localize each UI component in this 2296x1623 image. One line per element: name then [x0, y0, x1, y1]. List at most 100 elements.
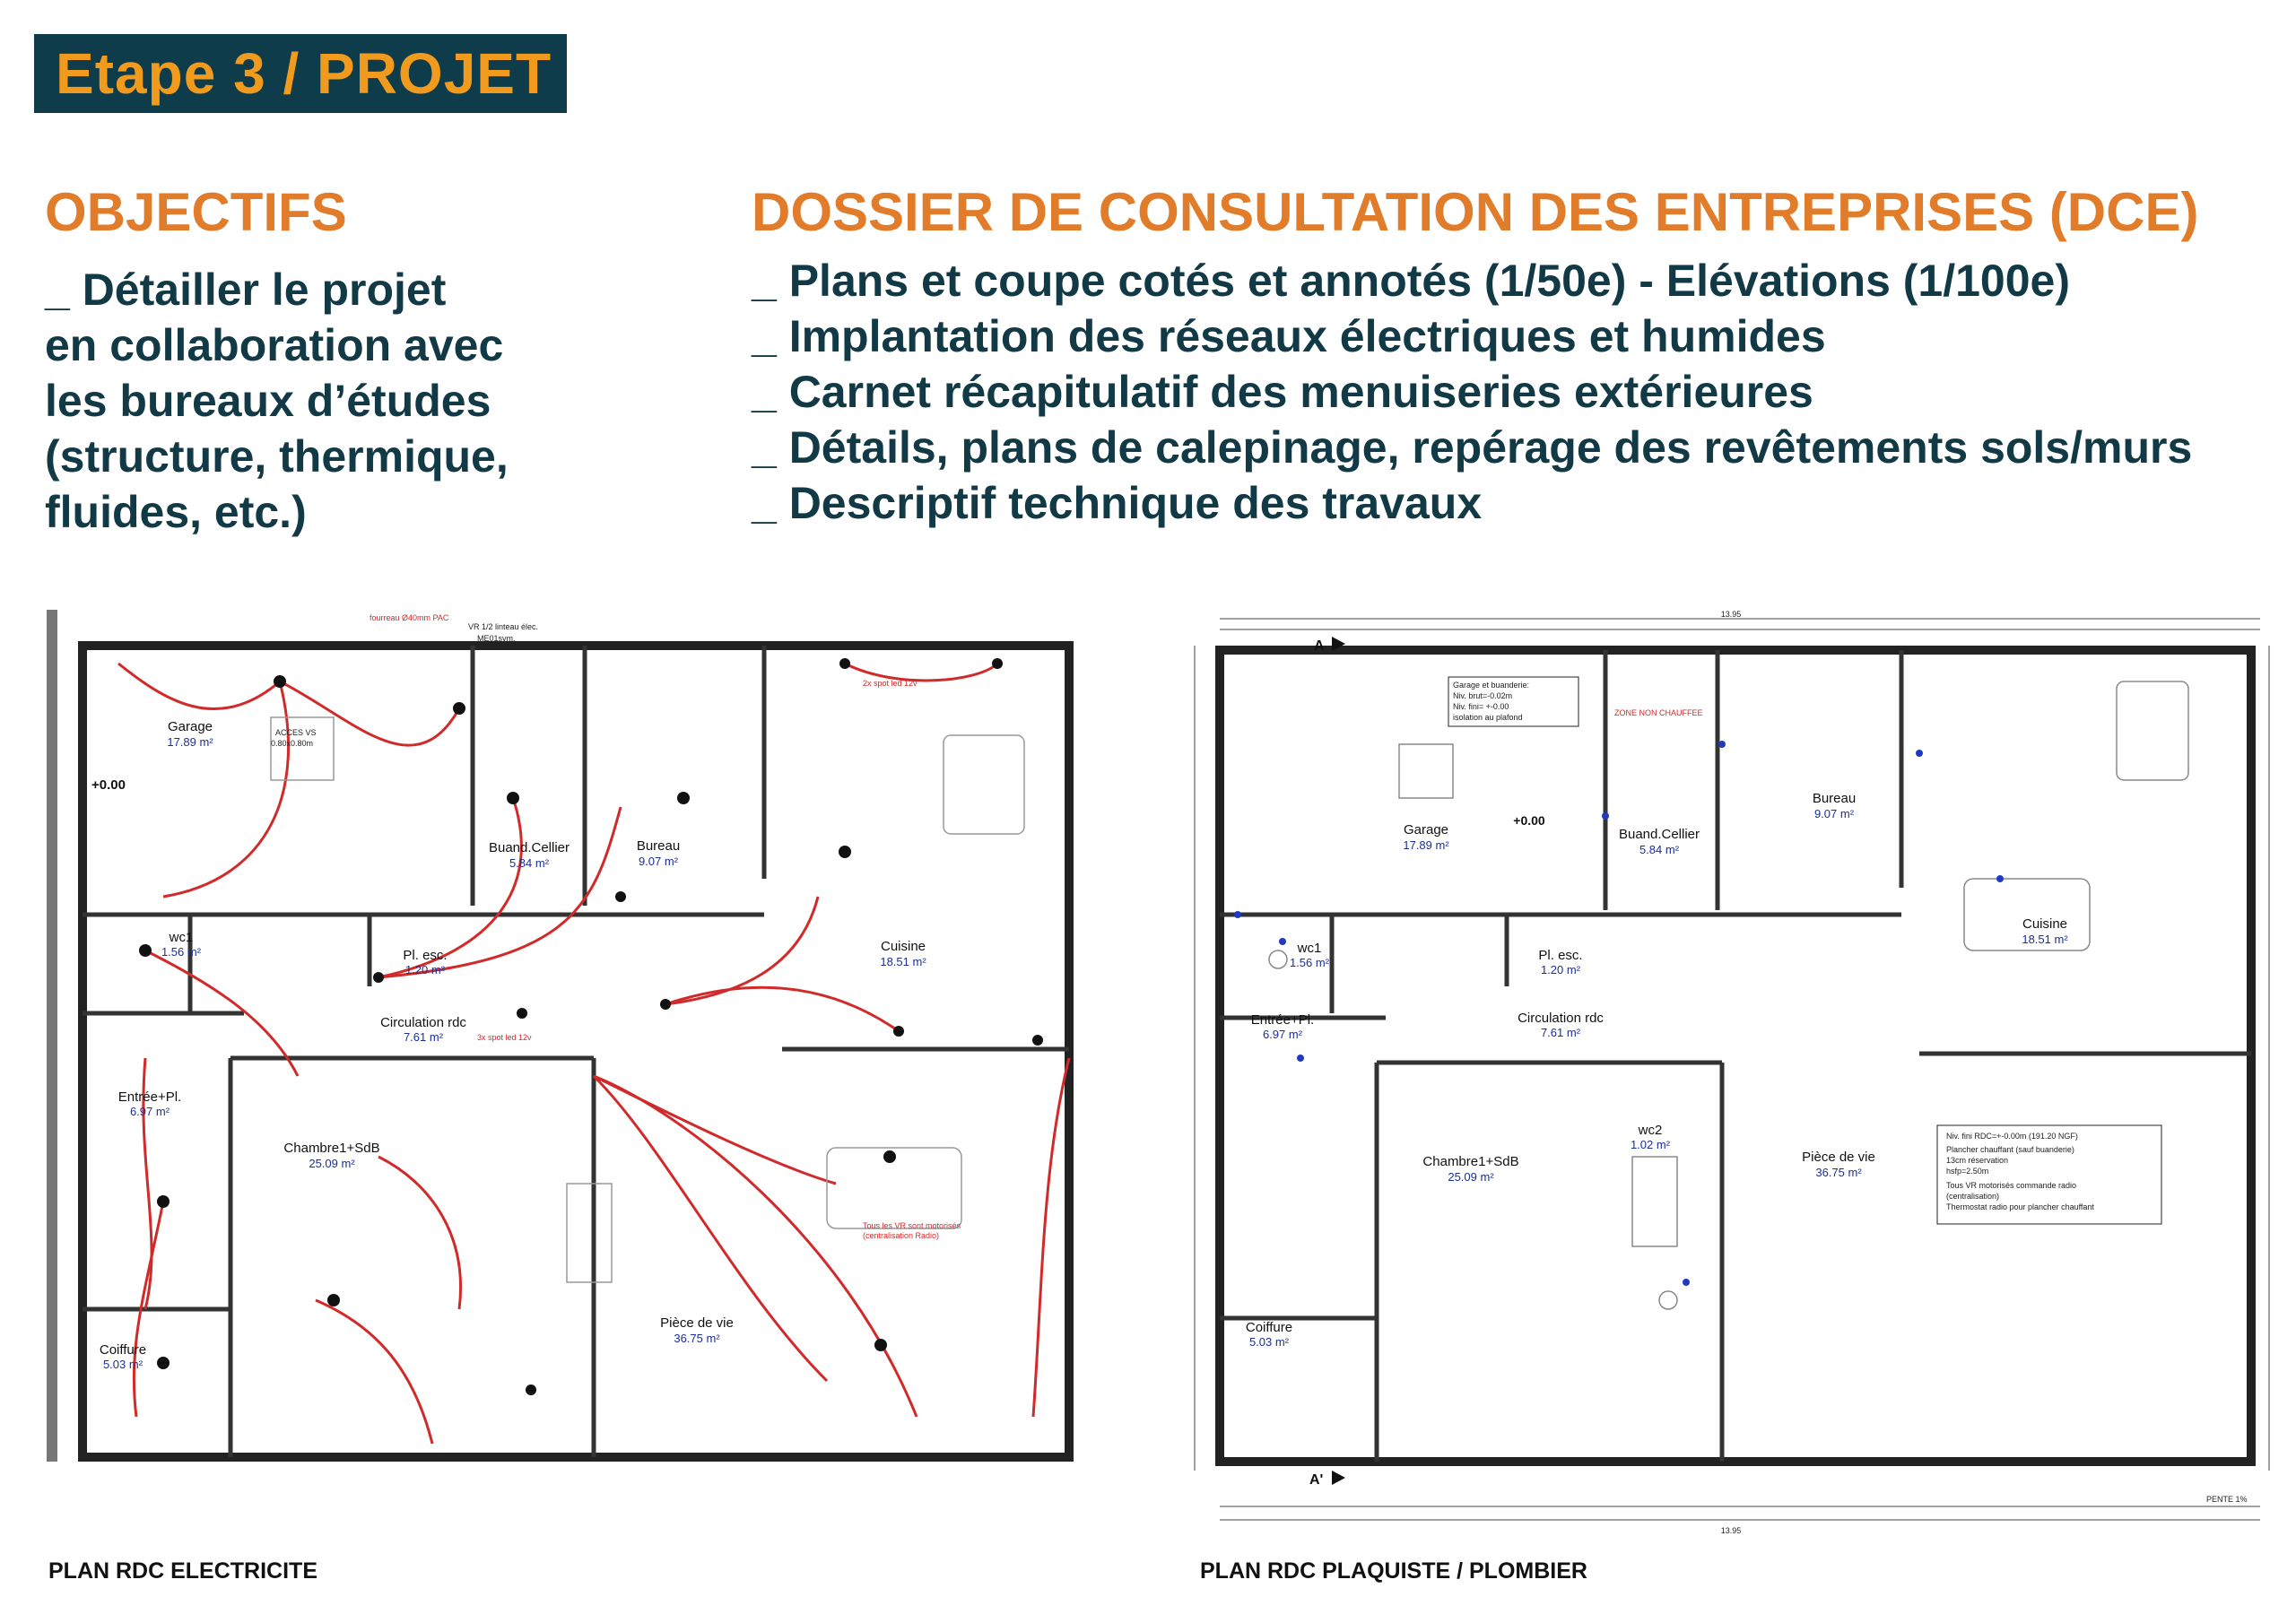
- me01-label: ME01sym.: [477, 634, 516, 643]
- room-coiffure-area: 5.03 m²: [1249, 1335, 1290, 1349]
- vr-note-2: (centralisation Radio): [863, 1231, 939, 1240]
- dce-line: _ Plans et coupe cotés et annotés (1/50e…: [752, 256, 2070, 306]
- room-palier-escalier: Pl. esc.: [1538, 948, 1582, 963]
- room-piece-de-vie: Pièce de vie: [1802, 1150, 1875, 1165]
- niveau-note-5: Tous VR motorisés commande radio: [1946, 1181, 2076, 1190]
- room-wc1: wc1: [169, 930, 194, 945]
- room-entree: Entrée+Pl.: [118, 1089, 181, 1105]
- room-coiffure: Coiffure: [1246, 1320, 1292, 1335]
- plumbing-points: [1234, 741, 2004, 1286]
- room-bureau: Bureau: [637, 838, 680, 854]
- room-garage-area: 17.89 m²: [1403, 838, 1449, 852]
- room-wc1-area: 1.56 m²: [1290, 956, 1330, 969]
- caption-plan-plaquiste: PLAN RDC PLAQUISTE / PLOMBIER: [1200, 1558, 1587, 1584]
- room-bureau: Bureau: [1813, 791, 1856, 806]
- fourreau-label: fourreau Ø40mm PAC: [370, 613, 449, 622]
- room-cuisine-area: 18.51 m²: [2022, 933, 2068, 946]
- objectifs-heading: OBJECTIFS: [45, 182, 347, 242]
- room-wc1: wc1: [1297, 941, 1322, 956]
- zone-non-chauffee: ZONE NON CHAUFFEE: [1614, 708, 1703, 717]
- step-banner: Etape 3 / PROJET: [34, 34, 567, 113]
- room-wc2-area: 1.02 m²: [1631, 1138, 1671, 1151]
- room-cuisine-area: 18.51 m²: [880, 955, 926, 968]
- room-buanderie-area: 5.84 m²: [1639, 843, 1680, 856]
- room-buanderie: Buand.Cellier: [489, 840, 570, 855]
- room-coiffure: Coiffure: [100, 1342, 146, 1358]
- dimension-lines: [1194, 618, 2270, 1521]
- room-circulation: Circulation rdc: [380, 1015, 466, 1030]
- room-coiffure-area: 5.03 m²: [103, 1358, 144, 1371]
- section-marker-a-icon: [1332, 637, 1345, 651]
- room-piece-de-vie-area: 36.75 m²: [674, 1332, 720, 1345]
- objectifs-line: en collaboration avec: [45, 320, 504, 370]
- caption-plan-electricite: PLAN RDC ELECTRICITE: [48, 1558, 317, 1584]
- vr-label: VR 1/2 linteau élec.: [468, 622, 538, 631]
- room-entree-area: 6.97 m²: [1263, 1028, 1303, 1041]
- garage-note-box: [1448, 676, 1579, 727]
- room-chambre1: Chambre1+SdB: [283, 1141, 379, 1156]
- dce-list: _ Plans et coupe cotés et annotés (1/50e…: [752, 253, 2276, 531]
- section-a-label: A: [1314, 638, 1325, 654]
- acces-label: ACCES VS: [275, 728, 317, 737]
- vr-note-1: Tous les VR sont motorisés: [863, 1221, 961, 1230]
- plan-plaquiste-plombier: 13.95 13.95 A A' Garage et buanderie: Ni…: [1184, 610, 2287, 1542]
- dce-section: DOSSIER DE CONSULTATION DES ENTREPRISES …: [752, 181, 2276, 531]
- objectifs-list: _ Détailler le projet en collaboration a…: [45, 262, 547, 540]
- niveau-note-4: hsfp=2.50m: [1946, 1167, 1988, 1176]
- interior-walls: [83, 646, 1069, 1457]
- width-total-bottom: 13.95: [1721, 1526, 1742, 1535]
- dce-line: _ Détails, plans de calepinage, repérage…: [752, 422, 2193, 473]
- objectifs-line: _ Détailler le projet: [45, 265, 447, 315]
- garage-note-3: Niv. fini= +-0.00: [1453, 702, 1509, 711]
- niveau-note-1: Niv. fini RDC=+-0.00m (191.20 NGF): [1946, 1132, 2078, 1141]
- room-piece-de-vie-area: 36.75 m²: [1815, 1166, 1862, 1179]
- room-entree: Entrée+Pl.: [1251, 1012, 1314, 1028]
- garage-note-1: Garage et buanderie:: [1453, 681, 1529, 690]
- spots-3x-label: 3x spot led 12v: [477, 1033, 532, 1042]
- objectifs-line: les bureaux d’études: [45, 376, 491, 426]
- dce-line: _ Carnet récapitulatif des menuiseries e…: [752, 367, 1813, 417]
- room-buanderie-area: 5.84 m²: [509, 856, 550, 870]
- room-palier-escalier-area: 1.20 m²: [405, 963, 446, 976]
- interior-walls: [1220, 650, 2251, 1462]
- room-chambre1: Chambre1+SdB: [1422, 1154, 1518, 1169]
- room-garage-area: 17.89 m²: [167, 735, 213, 749]
- niveau-note-6: (centralisation): [1946, 1192, 1999, 1201]
- electric-floorplan-drawing: Garage 17.89 m² Buand.Cellier 5.84 m² Bu…: [47, 610, 1074, 1462]
- room-circulation-area: 7.61 m²: [404, 1030, 444, 1044]
- dce-line: _ Descriptif technique des travaux: [752, 478, 1483, 528]
- step-title: Etape 3 / PROJET: [56, 41, 552, 106]
- garage-note-4: isolation au plafond: [1453, 713, 1523, 722]
- room-palier-escalier: Pl. esc.: [403, 948, 447, 963]
- room-garage: Garage: [168, 719, 213, 734]
- objectifs-section: OBJECTIFS _ Détailler le projet en colla…: [45, 181, 547, 540]
- room-labels: Garage 17.89 m² Buand.Cellier 5.84 m² Bu…: [100, 719, 926, 1371]
- niveau-note-2: Plancher chauffant (sauf buanderie): [1946, 1145, 2074, 1154]
- room-entree-area: 6.97 m²: [130, 1105, 170, 1118]
- objectifs-line: fluides, etc.): [45, 487, 307, 537]
- room-chambre1-area: 25.09 m²: [1448, 1170, 1494, 1184]
- section-a-prime-label: A': [1309, 1472, 1323, 1488]
- plan-annotations: +0.00 ACCES VS 0.80x0.80m ME01sym. VR 1/…: [91, 613, 961, 1240]
- garage-note-2: Niv. brut=-0.02m: [1453, 691, 1512, 700]
- fixture-outlines: [1268, 681, 2189, 1310]
- dce-line: _ Implantation des réseaux électriques e…: [752, 311, 1826, 361]
- room-palier-escalier-area: 1.20 m²: [1541, 963, 1581, 976]
- room-cuisine: Cuisine: [881, 939, 926, 954]
- room-circulation-area: 7.61 m²: [1541, 1026, 1581, 1039]
- light-points: [139, 658, 1043, 1395]
- acces-dim-label: 0.80x0.80m: [271, 739, 313, 748]
- plumbing-floorplan-drawing: 13.95 13.95 A A' Garage et buanderie: Ni…: [1194, 610, 2270, 1535]
- niveau-note-box: [1936, 1124, 2162, 1225]
- plan-electricite: Garage 17.89 m² Buand.Cellier 5.84 m² Bu…: [38, 610, 1076, 1515]
- room-piece-de-vie: Pièce de vie: [660, 1315, 734, 1331]
- section-marker-a-prime-icon: [1332, 1471, 1345, 1485]
- level-label: +0.00: [1513, 813, 1545, 828]
- width-total-top: 13.95: [1721, 610, 1742, 619]
- room-circulation: Circulation rdc: [1518, 1011, 1604, 1026]
- room-wc2: wc2: [1638, 1123, 1663, 1138]
- niveau-note-7: Thermostat radio pour plancher chauffant: [1946, 1202, 2094, 1211]
- dce-heading: DOSSIER DE CONSULTATION DES ENTREPRISES …: [752, 182, 2199, 242]
- niveau-note-3: 13cm réservation: [1946, 1156, 2008, 1165]
- room-garage: Garage: [1404, 822, 1448, 838]
